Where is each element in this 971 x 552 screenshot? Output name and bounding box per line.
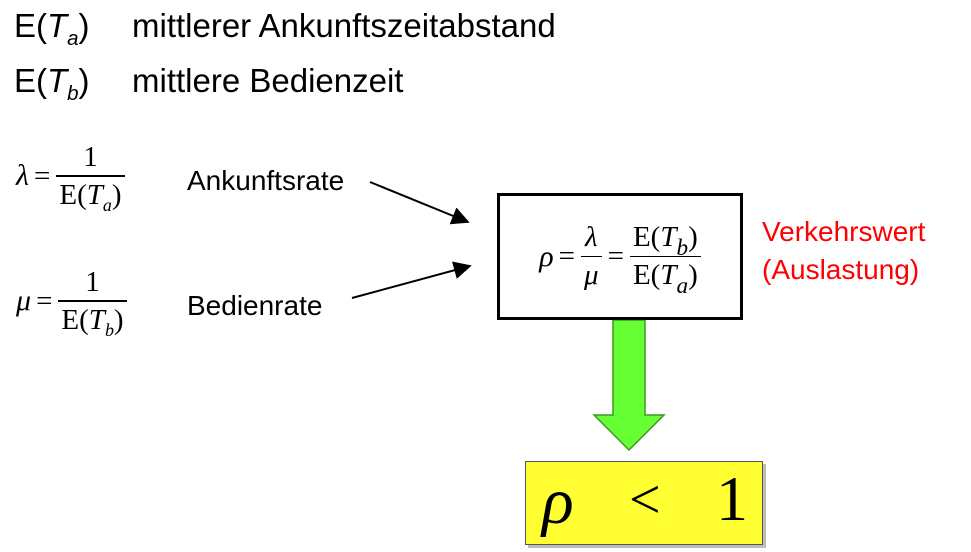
mu-fraction: 1 E(Tb) — [58, 266, 127, 340]
verkehrswert-label: Verkehrswert (Auslastung) — [762, 213, 925, 289]
lambda-formula: λ = 1 E(Ta) — [16, 141, 125, 215]
rho-formula: ρ = λ μ = E(Tb) E(Ta) — [539, 221, 701, 300]
lambda-symbol: λ — [16, 159, 29, 193]
condition-less-than: < — [629, 469, 661, 531]
green-arrow-shape — [592, 320, 666, 452]
fraction-bar — [581, 255, 602, 258]
lambda-numerator: 1 — [83, 141, 98, 173]
mu-symbol: μ — [584, 259, 599, 292]
tb-over-ta: E(Tb) E(Ta) — [629, 221, 701, 300]
definition-line-tb: E(Tb) mittlere Bedienzeit — [14, 62, 404, 105]
rho-symbol: ρ — [539, 239, 554, 273]
mu-formula: μ = 1 E(Tb) — [16, 266, 127, 340]
ankunftsrate-label: Ankunftsrate — [187, 165, 345, 196]
condition-box: ρ < 1 — [525, 461, 763, 545]
lambda-symbol: λ — [585, 221, 598, 254]
mu-symbol: μ — [16, 284, 32, 318]
lambda-denominator: E(Ta) — [59, 179, 122, 215]
equals-sign: = — [36, 284, 53, 317]
tb-numerator: E(Tb) — [632, 221, 698, 262]
green-down-arrow — [592, 320, 666, 452]
fraction-bar — [58, 300, 127, 303]
ta-denominator: E(Ta) — [632, 259, 698, 300]
symbol-e-ta: E(Ta) — [14, 7, 90, 50]
mu-denominator: E(Tb) — [61, 304, 124, 340]
fraction-bar — [56, 175, 125, 178]
lambda-fraction: 1 E(Ta) — [56, 141, 125, 215]
verkehrswert-line2: (Auslastung) — [762, 254, 920, 285]
definition-text-ta: mittlerer Ankunftszeitabstand — [132, 7, 556, 44]
equals-sign: = — [34, 159, 51, 192]
condition-one: 1 — [716, 463, 748, 534]
definition-line-ta: E(Ta) mittlerer Ankunftszeitabstand — [14, 7, 556, 50]
lambda-over-mu: λ μ — [581, 221, 602, 292]
equals-sign: = — [607, 240, 624, 272]
fraction-bar — [629, 255, 701, 258]
bedienrate-label: Bedienrate — [187, 290, 323, 321]
equals-sign: = — [558, 240, 576, 272]
arrow-bedienrate — [351, 261, 472, 299]
verkehrswert-line1: Verkehrswert — [762, 216, 926, 247]
symbol-e-tb: E(Tb) — [14, 62, 90, 105]
definition-text-tb: mittlere Bedienzeit — [132, 62, 404, 99]
condition-rho: ρ — [542, 465, 574, 538]
mu-numerator: 1 — [85, 266, 100, 298]
rho-formula-box: ρ = λ μ = E(Tb) E(Ta) — [497, 193, 743, 320]
arrow-ankunftsrate — [369, 181, 470, 225]
